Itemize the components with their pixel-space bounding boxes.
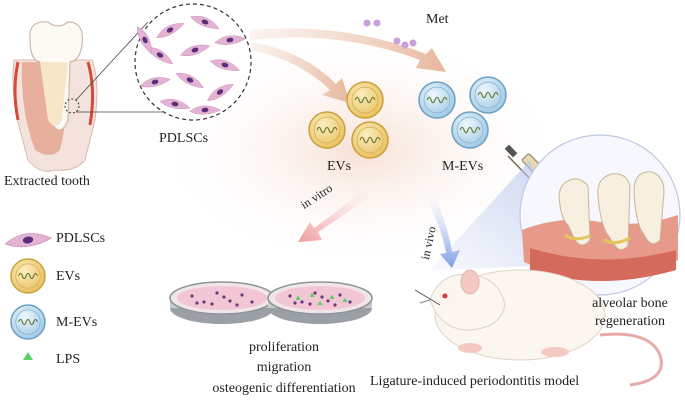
m-ev-vesicle-icon xyxy=(10,304,46,340)
legend-label-m-evs: M-EVs xyxy=(56,315,98,330)
met-molecules xyxy=(363,19,417,49)
label-periodontitis-model: Ligature-induced periodontitis model xyxy=(370,374,580,389)
pdlsc-cell-icon xyxy=(209,59,240,71)
label-regeneration: regeneration xyxy=(595,314,665,329)
label-migration: migration xyxy=(256,360,312,375)
pdlsc-cell-icon xyxy=(190,15,220,29)
label-pdlscs: PDLSCs xyxy=(159,131,209,146)
legend-label-pdlscs: PDLSCs xyxy=(56,231,106,246)
petri-dish xyxy=(169,281,275,324)
legend-icons xyxy=(4,233,52,360)
label-osteogenic-differentiation: osteogenic differentiation xyxy=(212,381,356,396)
jaw-magnification xyxy=(430,134,681,296)
pdlsc-cell-icon xyxy=(156,23,185,38)
zoom-line-top xyxy=(75,21,149,101)
m-ev-vesicle-icon xyxy=(451,111,489,149)
label-met: Met xyxy=(426,12,449,27)
extracted-tooth-illustration xyxy=(12,21,98,172)
pdlsc-cells-group xyxy=(137,15,246,115)
label-extracted-tooth: Extracted tooth xyxy=(4,174,90,189)
evs-cluster xyxy=(308,81,389,159)
petri-dish xyxy=(267,281,373,324)
m-ev-vesicle-icon xyxy=(418,81,456,119)
label-evs: EVs xyxy=(327,159,352,174)
pdlsc-cell-icon xyxy=(175,73,204,89)
label-proliferation: proliferation xyxy=(249,340,319,355)
mouse-illustration xyxy=(414,269,663,387)
m-evs-cluster xyxy=(418,76,507,149)
pdlsc-cell-icon xyxy=(137,26,152,55)
pdlsc-cell-icon xyxy=(146,47,173,65)
legend-label-lps: LPS xyxy=(56,352,81,367)
pdlsc-cell-icon xyxy=(207,84,234,102)
pdlsc-cell-icon xyxy=(180,44,211,57)
legend-label-evs: EVs xyxy=(56,269,81,284)
pdlsc-cell-icon xyxy=(4,233,52,248)
ev-vesicle-icon xyxy=(351,121,389,159)
ev-vesicle-icon xyxy=(10,258,46,294)
m-ev-vesicle-icon xyxy=(469,76,507,114)
pdlsc-cell-icon xyxy=(214,35,246,45)
lps-triangle-icon xyxy=(23,352,33,360)
ev-vesicle-icon xyxy=(346,81,384,119)
pdlscs-zoom-circle xyxy=(134,3,252,121)
flow-arrow-to-mevs xyxy=(250,28,446,72)
pdlsc-cell-icon xyxy=(189,105,221,115)
petri-dishes xyxy=(169,281,373,324)
flow-arrow-to-evs xyxy=(250,42,350,103)
label-m-evs: M-EVs xyxy=(442,159,484,174)
label-alveolar-bone: alveolar bone xyxy=(592,296,668,311)
in-vitro-arrow xyxy=(298,182,380,242)
pdlsc-cell-icon xyxy=(159,98,191,110)
pdlsc-cell-icon xyxy=(139,77,171,88)
ev-vesicle-icon xyxy=(308,111,346,149)
